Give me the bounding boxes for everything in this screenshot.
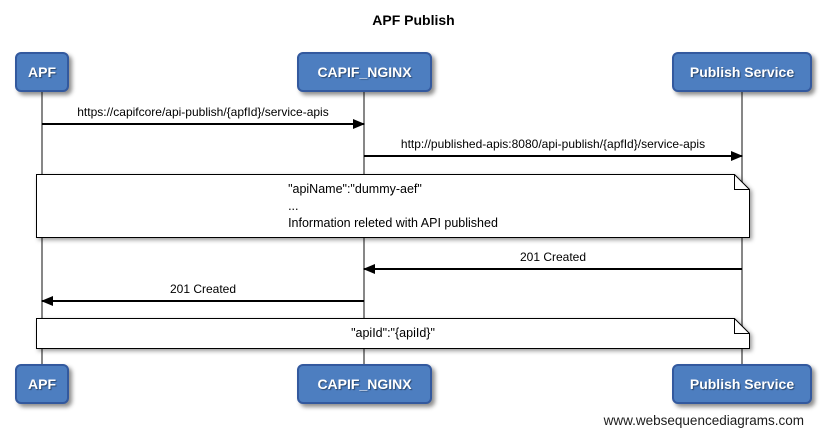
actor-capif-nginx-top: CAPIF_NGINX	[297, 52, 432, 92]
actor-label: APF	[28, 64, 56, 80]
message-label: http://published-apis:8080/api-publish/{…	[400, 137, 706, 151]
note-fold-icon	[734, 174, 750, 190]
message-label: https://capifcore/api-publish/{apfId}/se…	[77, 105, 329, 119]
note-fold-icon	[734, 318, 750, 334]
actor-label: Publish Service	[689, 376, 795, 392]
actor-label: Publish Service	[689, 64, 795, 80]
message-arrow-line	[364, 151, 743, 161]
watermark: www.websequencediagrams.com	[603, 413, 804, 428]
message-label: 201 Created	[169, 282, 237, 296]
diagram-title: APF Publish	[372, 12, 455, 28]
note-line: ...	[288, 198, 299, 213]
message-201-created-to-nginx: 201 Created	[363, 250, 742, 274]
actor-capif-nginx-bottom: CAPIF_NGINX	[297, 364, 432, 404]
actor-label: CAPIF_NGINX	[317, 376, 412, 392]
message-label: 201 Created	[519, 250, 587, 264]
note-shape	[36, 318, 750, 349]
arrowhead-right-icon	[731, 151, 743, 161]
message-publish-request: https://capifcore/api-publish/{apfId}/se…	[42, 105, 365, 129]
actor-label: APF	[28, 376, 56, 392]
message-201-created-to-apf: 201 Created	[41, 282, 364, 306]
actor-label: CAPIF_NGINX	[317, 64, 412, 80]
message-forward-request: http://published-apis:8080/api-publish/{…	[364, 137, 743, 161]
actor-publish-service-top: Publish Service	[672, 52, 812, 92]
actor-apf-bottom: APF	[15, 364, 69, 404]
arrowhead-left-icon	[41, 296, 53, 306]
message-arrow-line	[42, 119, 365, 129]
actor-publish-service-bottom: Publish Service	[672, 364, 812, 404]
message-arrow-line	[363, 264, 742, 274]
note-api-id: "apiId":"{apiId}"	[36, 318, 750, 349]
arrowhead-right-icon	[353, 119, 365, 129]
note-api-information: "apiName":"dummy-aef" ... Information re…	[36, 174, 750, 238]
message-arrow-line	[41, 296, 364, 306]
note-shape	[36, 174, 750, 238]
note-line: Information releted with API published	[288, 215, 498, 230]
note-line: "apiId":"{apiId}"	[351, 326, 435, 340]
arrowhead-left-icon	[363, 264, 375, 274]
note-line: "apiName":"dummy-aef"	[288, 181, 422, 196]
actor-apf-top: APF	[15, 52, 69, 92]
